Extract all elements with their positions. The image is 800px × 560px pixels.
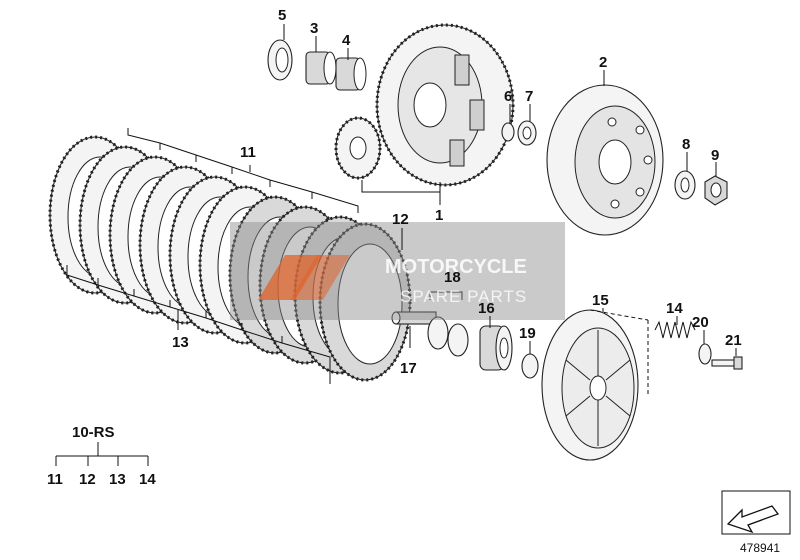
push-rod xyxy=(391,311,437,325)
kit-label: 10-RS xyxy=(72,424,115,441)
needle-bearing xyxy=(335,57,367,91)
callout-2: 2 xyxy=(599,54,607,71)
kit-item-11: 11 xyxy=(47,471,63,488)
callout-8: 8 xyxy=(682,136,690,153)
callout-labels: 5 3 4 2 6 7 8 9 11 1 12 18 15 14 16 20 1… xyxy=(172,7,742,377)
pressure-plate xyxy=(541,309,639,461)
kit-legend: 10-RS 11 12 13 14 xyxy=(47,424,156,488)
watermark-line1: MOTORCYCLE xyxy=(385,256,527,278)
release-bearing xyxy=(479,325,513,371)
callout-21: 21 xyxy=(725,332,742,349)
callout-5: 5 xyxy=(278,7,286,24)
callout-17: 17 xyxy=(400,360,417,377)
callout-3: 3 xyxy=(310,20,318,37)
callout-20: 20 xyxy=(692,314,709,331)
clutch-hub xyxy=(546,84,664,236)
primary-gear xyxy=(334,116,382,180)
thrust-washer xyxy=(267,39,293,81)
thrust-washer-18 xyxy=(427,316,449,350)
leader-lines xyxy=(283,24,737,356)
callout-7: 7 xyxy=(525,88,533,105)
callout-18: 18 xyxy=(444,269,461,286)
callout-11: 11 xyxy=(240,144,256,161)
bracket-18 xyxy=(429,291,463,300)
callout-9: 9 xyxy=(711,147,719,164)
bracket-1 xyxy=(361,180,441,193)
reference-box: 478941 xyxy=(721,490,791,555)
bracket-13 xyxy=(66,265,331,384)
callout-15: 15 xyxy=(592,292,609,309)
watermark-line2: SPARE PARTS xyxy=(400,287,527,306)
callout-16: 16 xyxy=(478,300,495,317)
arrow-icon xyxy=(726,505,780,534)
clutch-basket xyxy=(375,23,515,187)
spring-washer xyxy=(698,343,712,365)
dash-line xyxy=(589,309,649,321)
spring-bolt xyxy=(711,356,743,370)
callout-19: 19 xyxy=(519,325,536,342)
circlip xyxy=(501,122,515,142)
clutch-spring xyxy=(654,320,696,339)
thrust-washer-18b xyxy=(447,323,469,357)
circlip-19 xyxy=(521,353,539,379)
reference-number: 478941 xyxy=(740,541,780,555)
callout-4: 4 xyxy=(342,32,351,49)
watermark: MOTORCYCLE SPARE PARTS xyxy=(230,222,565,320)
callout-14: 14 xyxy=(666,300,683,317)
kit-item-13: 13 xyxy=(109,471,126,488)
kit-item-12: 12 xyxy=(79,471,96,488)
callout-13: 13 xyxy=(172,334,189,351)
callout-6: 6 xyxy=(504,88,512,105)
needle-bearing xyxy=(305,51,337,85)
callout-12: 12 xyxy=(392,211,409,228)
bracket-11 xyxy=(127,128,359,213)
callout-1: 1 xyxy=(435,207,443,224)
kit-item-14: 14 xyxy=(139,471,156,488)
